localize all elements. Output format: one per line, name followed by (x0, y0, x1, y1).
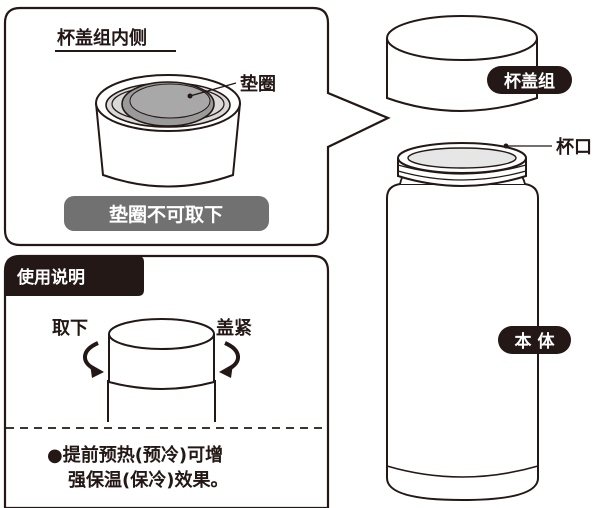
tighten-arrow-icon (219, 341, 240, 378)
remove-arrow-icon (83, 341, 104, 378)
callout-title: 杯盖组内侧 (57, 27, 147, 49)
body-label: 本 体 (515, 331, 556, 352)
usage-header: 使用说明 (16, 267, 85, 288)
lid-label: 杯盖组 (504, 71, 555, 92)
bottle-illustration (386, 142, 552, 502)
lid-interior-callout: 杯盖组内侧 垫圈 垫圈不可取下 (3, 6, 391, 247)
lid-assembly-illustration (386, 15, 538, 112)
tighten-label: 盖紧 (216, 317, 252, 339)
usage-note-line2: 强保温(保冷)效果。 (68, 469, 228, 491)
rim-label: 杯口 (556, 136, 592, 158)
body-label-pill (498, 326, 571, 354)
lid-label-pill (487, 66, 572, 94)
gasket-warning-box (64, 196, 269, 231)
lid-on-bottle-illustration (107, 318, 216, 422)
remove-label: 取下 (52, 318, 88, 339)
lid-inside-illustration (95, 74, 241, 188)
gasket-label: 垫圈 (240, 73, 276, 95)
gasket-warning-text: 垫圈不可取下 (109, 204, 223, 226)
usage-header-tab (5, 256, 144, 296)
usage-note-line1: ●提前预热(预冷)可增 (47, 444, 223, 466)
usage-instructions-panel: 使用说明 取下 盖紧 ●提前预热(预冷)可增 强保温(保冷)效果。 (3, 254, 330, 508)
